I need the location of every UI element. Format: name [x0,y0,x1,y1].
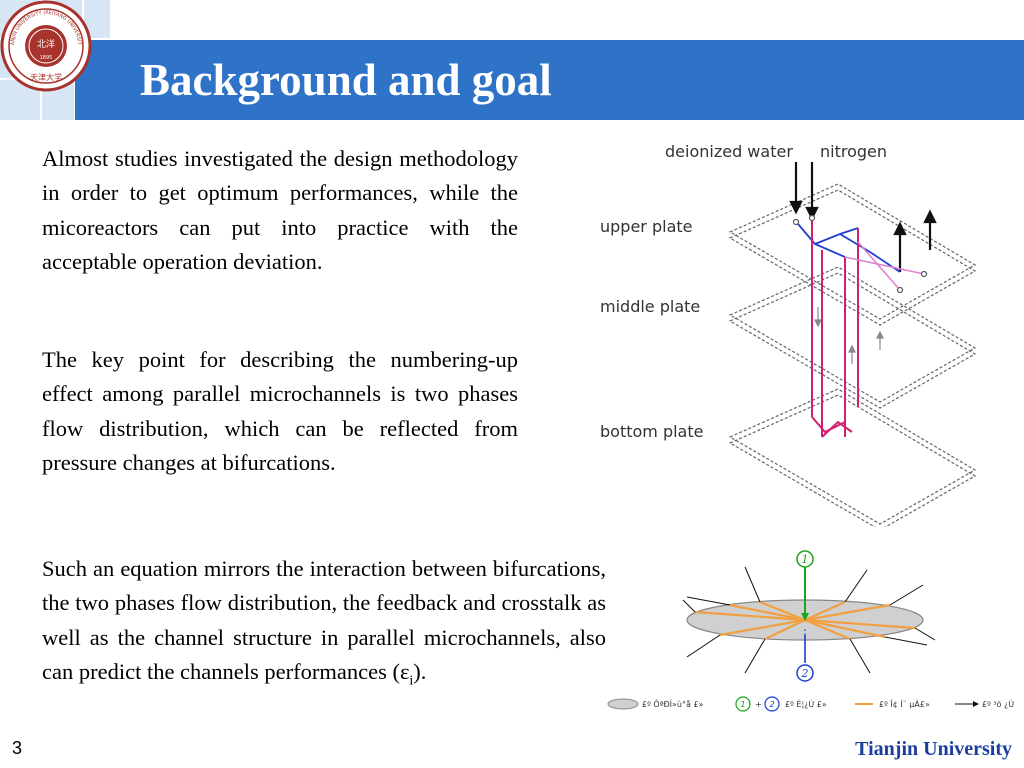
label-bottom-plate: bottom plate [600,422,703,441]
epsilon-symbol: ε [399,658,410,684]
paragraph-3-end: ). [413,658,427,684]
label-nitrogen: nitrogen [820,142,887,161]
node-1-label: 1 [802,553,809,566]
legend-text-1: £º ÔªÐÍ»ù°å £» [642,698,704,709]
title-bar [75,40,1024,120]
logo-center-text: 北洋 [37,38,55,50]
legend-node-2: 2 [769,700,774,709]
bottom-plate [728,388,977,525]
epsilon-subscript: i [409,673,414,689]
microreactor-plates-figure: deionized water nitrogen upper plate mid… [600,142,977,527]
legend-text-4: £º ³ö ¿Ú [982,698,1014,709]
footer-university: Tianjin University [855,738,1012,760]
node-2-label: 2 [801,667,809,680]
paragraph-2: The key point for describing the numberi… [42,347,518,475]
title-band: Background and goal 北洋 1895 TIANJIN UNIV… [0,0,1024,120]
paragraph-1: Almost studies investigated the design m… [42,146,518,274]
label-upper-plate: upper plate [600,217,692,236]
label-deionized-water: deionized water [665,142,793,161]
upper-plate [728,183,977,320]
slide-title: Background and goal [140,55,552,105]
paragraph-3-text: Such an equation mirrors the interaction… [42,556,606,684]
figure2-legend: £º ÔªÐÍ»ù°å £» 1 + 2 £º È¦¿Ú £» £º Î¢ Í¨… [607,696,1014,712]
middle-plate [728,266,977,403]
logo-year: 1895 [40,55,53,61]
bifurcation-figure: ⋮ 1 2 £º ÔªÐÍ»ù°å £» 1 + 2 £º È¦¿Ú £» £º… [607,550,1014,712]
paragraph-3: Such an equation mirrors the interaction… [42,552,606,699]
channel-lines [694,600,916,641]
legend-plus: + [755,700,762,709]
legend-text-2: £º È¦¿Ú £» [785,698,827,709]
label-middle-plate: middle plate [600,297,700,316]
logo-bottom-text: 天津大学 [30,72,62,82]
university-logo: 北洋 1895 TIANJIN UNIVERSITY (PEIYANG UNIV… [0,0,92,92]
legend-text-3: £º Î¢ Í¨ µÀ£» [879,698,930,709]
ellipsis-dots: ⋮ [799,627,811,641]
slide-number: 3 [12,738,23,758]
legend-node-1: 1 [740,700,745,709]
